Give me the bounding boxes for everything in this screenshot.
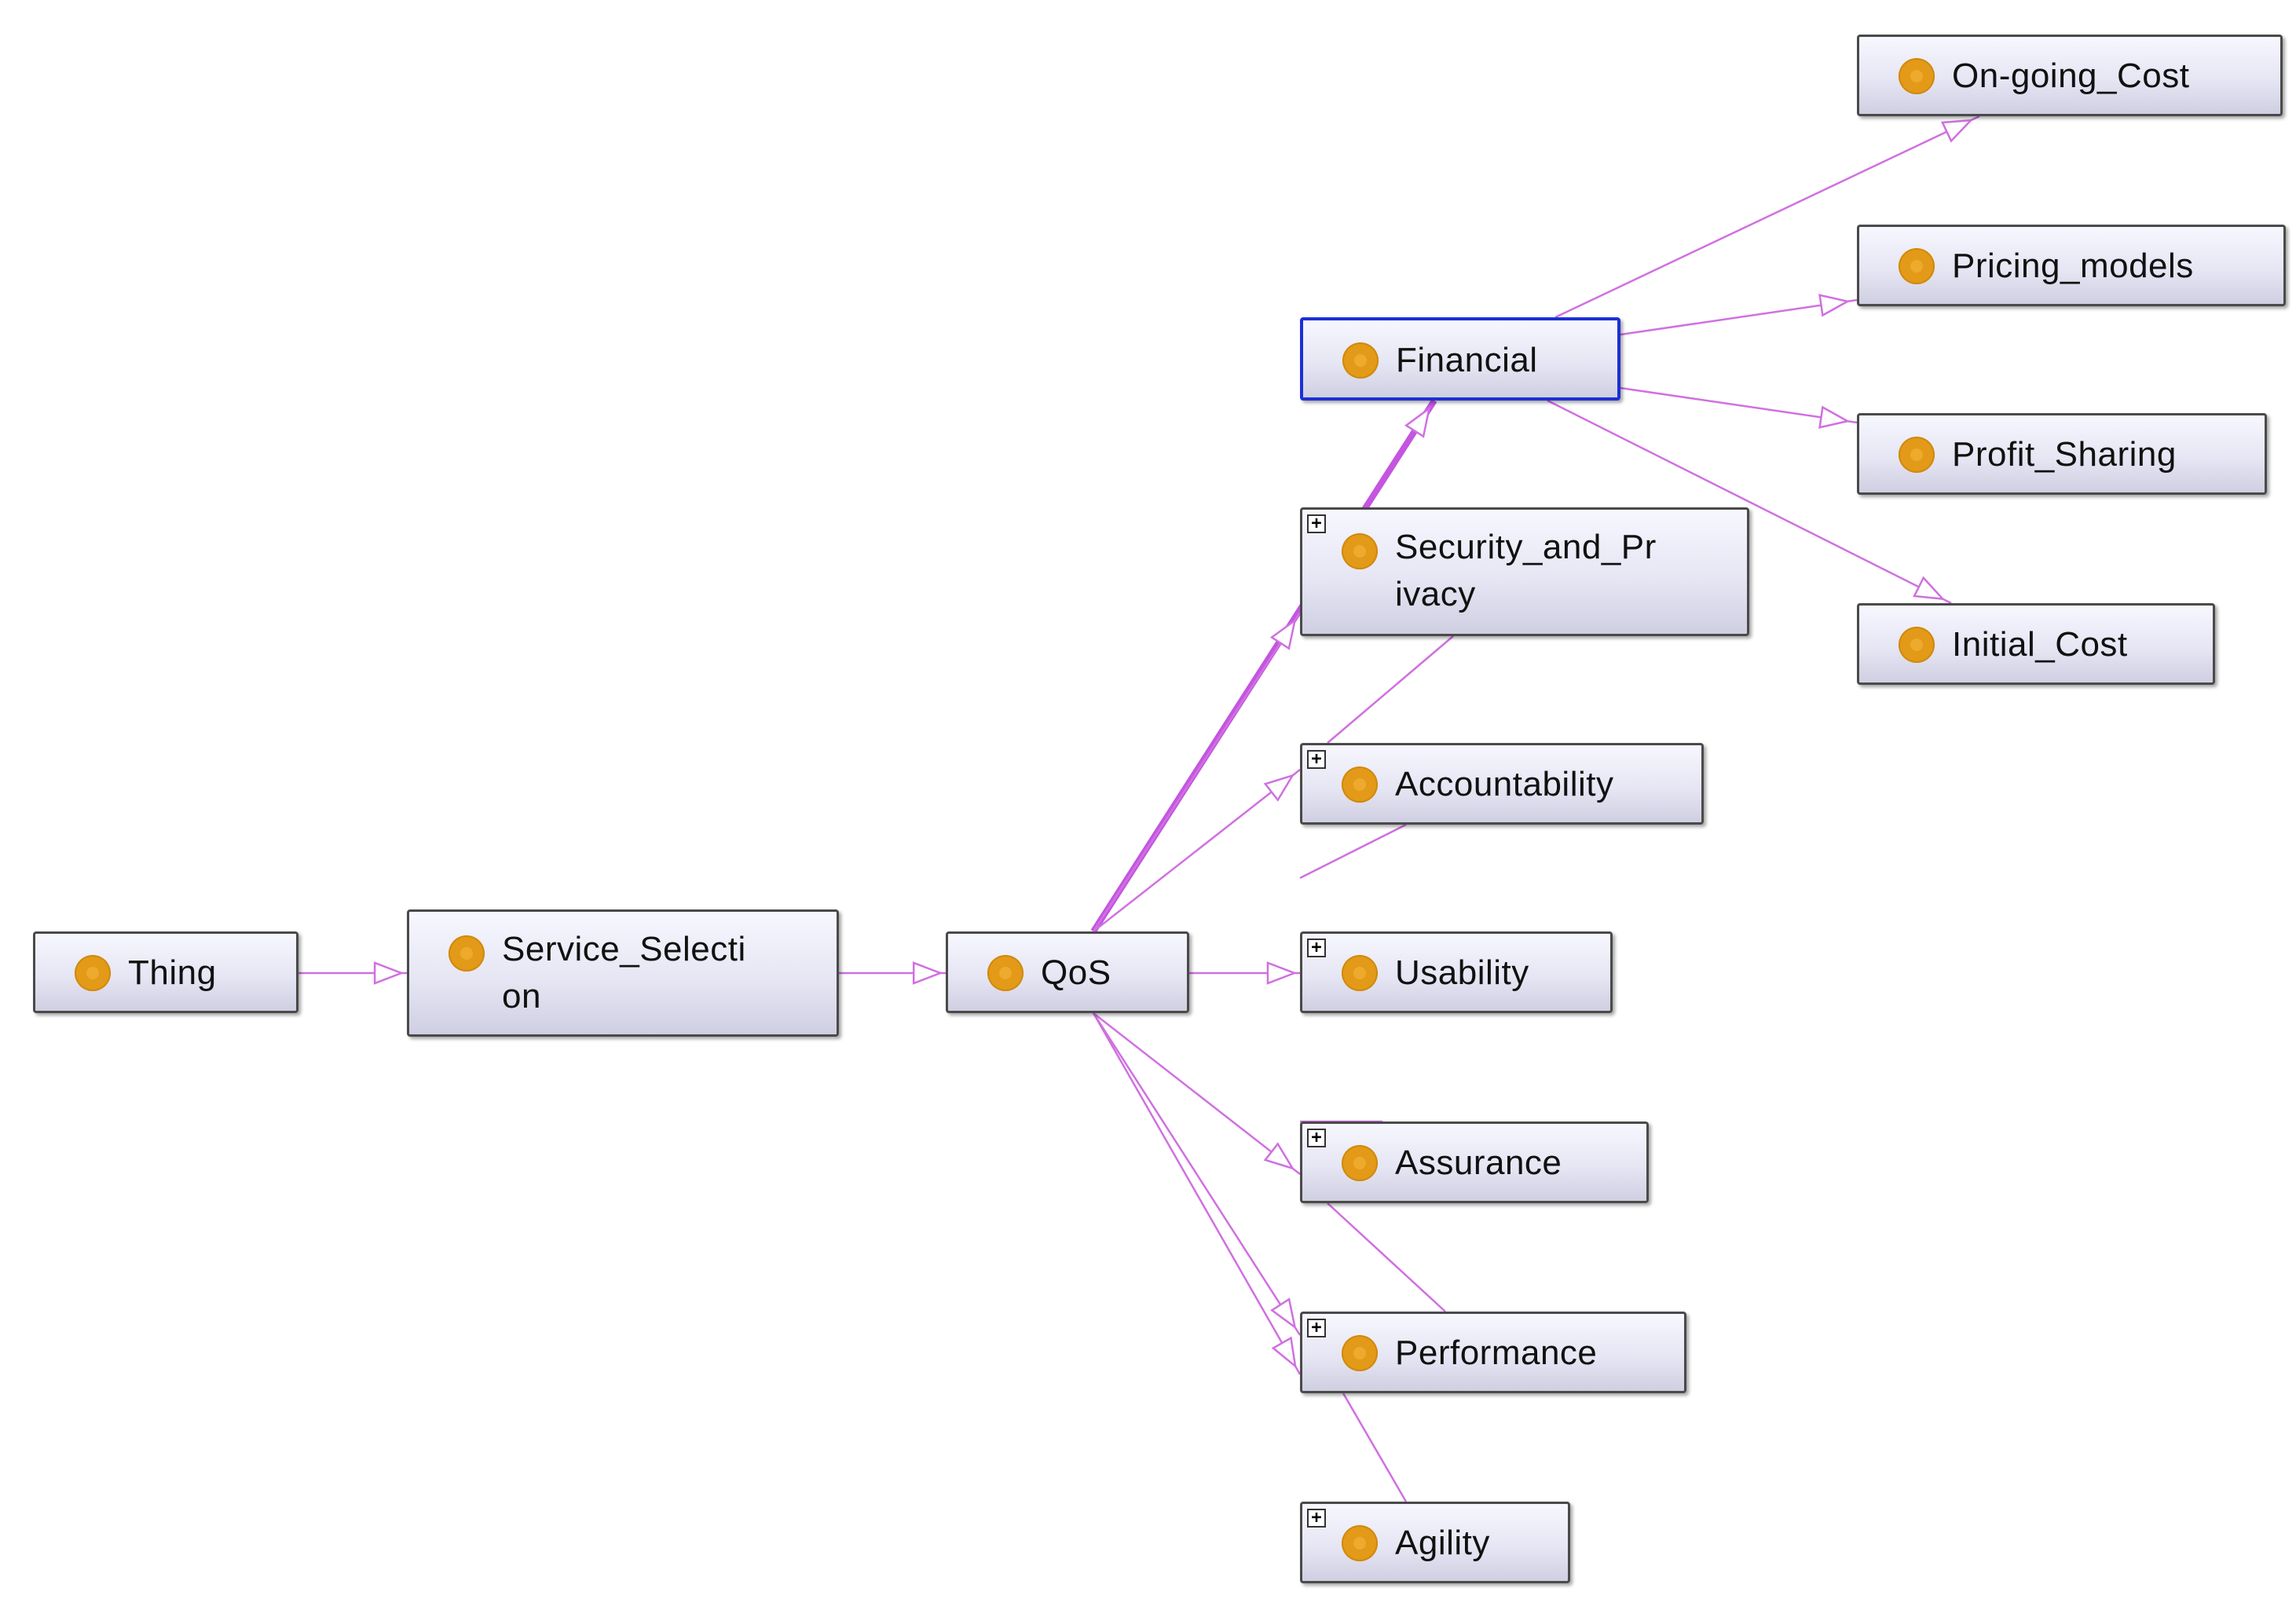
- class-dot-icon: [1342, 342, 1379, 379]
- class-node-service-selection[interactable]: Service_Selecti on: [407, 909, 839, 1037]
- expand-plus-icon[interactable]: +: [1307, 514, 1326, 533]
- edge-financial-to-pricing_models: [1620, 298, 1858, 336]
- class-dot-icon: [1899, 58, 1935, 94]
- expand-plus-icon[interactable]: +: [1307, 1509, 1326, 1528]
- edge-qos-to-security_and_privacy-return: [1327, 635, 1454, 744]
- expand-plus-icon[interactable]: +: [1307, 1319, 1326, 1337]
- class-dot-icon: [1899, 437, 1935, 473]
- arrowhead-icon: [373, 961, 405, 985]
- class-dot-icon: [1342, 1145, 1378, 1181]
- class-node-qos[interactable]: QoS: [946, 931, 1189, 1013]
- class-node-on-going-cost[interactable]: On-going_Cost: [1857, 35, 2283, 116]
- class-node-pricing-models[interactable]: Pricing_models: [1857, 225, 2286, 306]
- class-dot-icon: [987, 955, 1023, 991]
- class-dot-icon: [1342, 1335, 1378, 1371]
- class-dot-icon: [1342, 767, 1378, 803]
- class-node-accountability[interactable]: + Accountability: [1300, 743, 1704, 825]
- edge-qos-to-performance-return: [1327, 1202, 1446, 1312]
- class-node-label: Profit_Sharing: [1952, 435, 2177, 474]
- edge-qos-to-accountability-return: [1299, 823, 1407, 880]
- class-node-label: QoS: [1041, 953, 1111, 992]
- arrowhead-icon: [1271, 1336, 1297, 1369]
- class-dot-icon: [1899, 248, 1935, 284]
- arrowhead-icon: [1269, 618, 1297, 650]
- class-node-label: Accountability: [1395, 765, 1614, 803]
- class-node-label: Thing: [128, 953, 217, 992]
- class-node-label: Service_Selecti on: [502, 930, 746, 1015]
- edge-financial-to-profit_sharing: [1620, 386, 1858, 424]
- expand-plus-icon[interactable]: +: [1307, 1129, 1326, 1147]
- class-node-thing[interactable]: Thing: [33, 931, 298, 1013]
- class-node-label: Initial_Cost: [1952, 625, 2128, 664]
- arrowhead-icon: [1404, 406, 1431, 438]
- edge-financial-to-on_going_cost: [1554, 115, 1980, 319]
- expand-plus-icon[interactable]: +: [1307, 939, 1326, 957]
- edge-financial-to-initial_cost: [1547, 399, 1952, 605]
- arrowhead-icon: [1818, 294, 1851, 317]
- class-node-label: Assurance: [1395, 1143, 1562, 1182]
- expand-plus-icon[interactable]: +: [1307, 750, 1326, 769]
- class-dot-icon: [1342, 1525, 1378, 1561]
- class-node-usability[interactable]: + Usability: [1300, 931, 1613, 1013]
- class-node-profit-sharing[interactable]: Profit_Sharing: [1857, 413, 2267, 495]
- class-node-label: Financial: [1396, 341, 1538, 379]
- edge-qos-to-performance: [1092, 1012, 1302, 1336]
- class-node-label: Usability: [1395, 953, 1529, 992]
- class-dot-icon: [449, 935, 485, 971]
- class-node-security-and-privacy[interactable]: + Security_and_Pr ivacy: [1300, 507, 1749, 636]
- class-dot-icon: [1342, 533, 1378, 569]
- class-node-label: Pricing_models: [1952, 247, 2194, 285]
- edge-qos-to-assurance: [1093, 1012, 1301, 1175]
- edge-qos-to-security_and_privacy: [1092, 612, 1302, 932]
- class-node-label: Agility: [1395, 1524, 1490, 1562]
- class-node-label: Performance: [1395, 1334, 1598, 1372]
- class-node-label: On-going_Cost: [1952, 57, 2190, 95]
- class-dot-icon: [1342, 955, 1378, 991]
- class-node-financial[interactable]: Financial: [1300, 317, 1620, 401]
- class-node-label: Security_and_Pr ivacy: [1395, 528, 1657, 613]
- arrowhead-icon: [1913, 576, 1946, 601]
- edge-qos-to-accountability: [1093, 769, 1301, 932]
- edge-qos-to-agility-return: [1342, 1392, 1408, 1502]
- class-dot-icon: [1899, 627, 1935, 663]
- arrowhead-icon: [1263, 774, 1295, 802]
- arrowhead-icon: [1940, 119, 1974, 143]
- class-node-agility[interactable]: + Agility: [1300, 1502, 1570, 1583]
- arrowhead-icon: [1263, 1142, 1295, 1170]
- edge-qos-to-agility: [1092, 1012, 1302, 1375]
- class-node-initial-cost[interactable]: Initial_Cost: [1857, 603, 2215, 685]
- class-node-performance[interactable]: + Performance: [1300, 1312, 1686, 1393]
- arrowhead-icon: [1270, 1297, 1297, 1330]
- arrowhead-icon: [1266, 961, 1298, 985]
- arrowhead-icon: [912, 961, 943, 985]
- class-node-assurance[interactable]: + Assurance: [1300, 1122, 1649, 1203]
- arrowhead-icon: [1818, 405, 1851, 429]
- class-dot-icon: [75, 955, 111, 991]
